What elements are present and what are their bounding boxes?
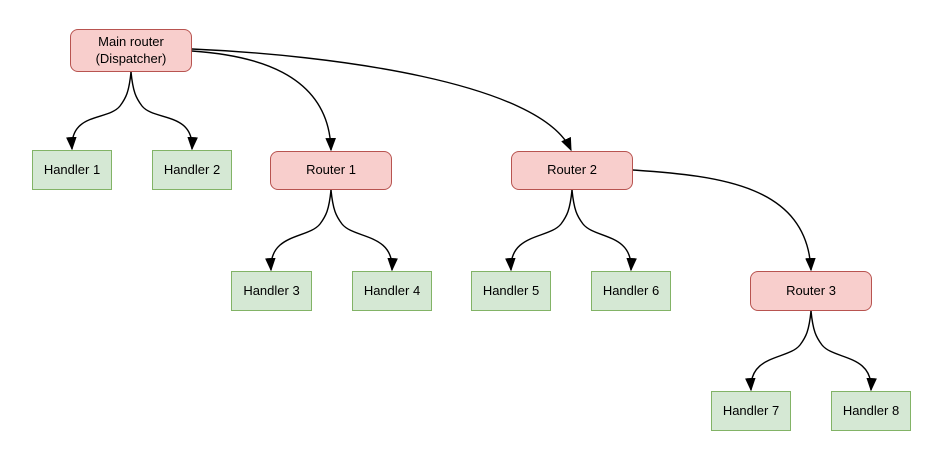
node-router-2-label: Router 2: [547, 162, 597, 178]
edge-router1-to-handler4: [330, 189, 398, 272]
edge-main-to-router2: [191, 48, 572, 152]
node-router-3-label: Router 3: [786, 282, 836, 298]
node-handler-4-label: Handler 4: [363, 282, 421, 298]
node-handler-2-label: Handler 2: [163, 161, 221, 177]
node-handler-6: Handler 6: [591, 271, 671, 311]
node-handler-1: Handler 1: [32, 150, 112, 190]
node-handler-8-label: Handler 8: [842, 402, 900, 418]
edge-router3-to-handler7: [745, 310, 812, 392]
node-router-2: Router 2: [511, 151, 633, 190]
node-main-router: Main router (Dispatcher): [70, 29, 192, 72]
node-handler-7: Handler 7: [711, 391, 791, 431]
edge-main-to-router1: [191, 50, 337, 152]
node-router-3: Router 3: [750, 271, 872, 311]
node-router-1: Router 1: [270, 151, 392, 190]
node-handler-8: Handler 8: [831, 391, 911, 431]
edge-router2-to-handler6: [571, 189, 637, 272]
node-handler-3: Handler 3: [231, 271, 312, 311]
edge-router2-to-handler5: [505, 189, 573, 272]
node-main-router-label: Main router (Dispatcher): [95, 33, 167, 66]
node-handler-7-label: Handler 7: [722, 402, 780, 418]
node-handler-5: Handler 5: [471, 271, 551, 311]
node-handler-4: Handler 4: [352, 271, 432, 311]
node-handler-6-label: Handler 6: [602, 282, 660, 298]
edge-router1-to-handler3: [265, 189, 332, 272]
node-handler-2: Handler 2: [152, 150, 232, 190]
edge-router2-to-router3: [632, 169, 816, 272]
node-handler-1-label: Handler 1: [43, 161, 101, 177]
edge-main-to-handler1: [66, 71, 132, 151]
edge-router3-to-handler8: [810, 310, 877, 392]
node-handler-3-label: Handler 3: [243, 282, 300, 298]
node-handler-5-label: Handler 5: [482, 282, 540, 298]
edge-main-to-handler2: [130, 71, 198, 151]
node-router-1-label: Router 1: [306, 162, 356, 178]
